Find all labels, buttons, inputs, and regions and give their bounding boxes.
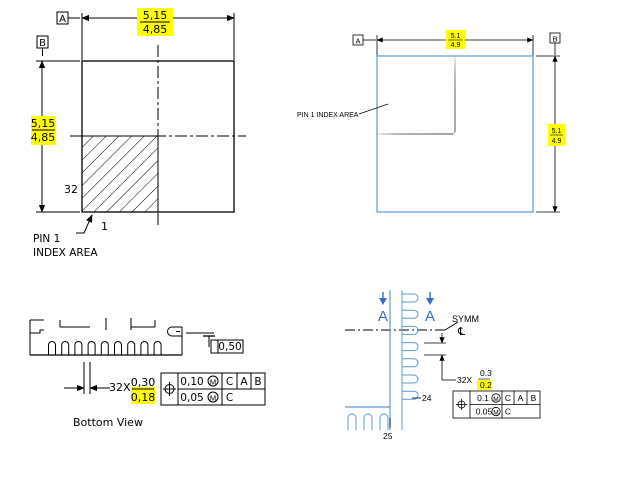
lead — [402, 342, 419, 352]
datum-a-flag-right: A — [352, 34, 376, 46]
top-left-view: A 5,15 4,85 B 5,15 4,85 3 — [31, 8, 246, 259]
svg-text:M: M — [210, 378, 216, 387]
lead — [402, 309, 419, 319]
svg-text:A: A — [240, 376, 248, 388]
lead-min-highlight — [131, 387, 155, 404]
pin1-leader-right — [358, 103, 389, 115]
index-square — [443, 122, 456, 135]
svg-text:M: M — [493, 396, 498, 403]
bottom-view-caption: Bottom View — [73, 416, 143, 429]
bottom-left-view: 0,50 32X 0,30 0,18 0,10 M C A B — [29, 318, 266, 429]
svg-text:B: B — [39, 38, 46, 49]
svg-text:0,05: 0,05 — [180, 392, 203, 404]
lead-count-right: 32X — [457, 375, 472, 385]
mmc-icon — [207, 375, 219, 387]
section-a-label-right: A — [425, 308, 435, 325]
mmc-icon — [491, 406, 501, 417]
pin-1-label: 1 — [101, 220, 108, 233]
lead-min-left: 0,18 — [131, 391, 156, 404]
bottom-right-view: A A SYMM ℄ 32X 0.3 0.2 — [345, 290, 541, 441]
lead — [402, 325, 419, 335]
datum-b-flag: B — [36, 35, 49, 56]
height-max-right: 5.1 — [552, 128, 562, 135]
svg-text:B: B — [552, 35, 557, 44]
lead — [87, 341, 96, 355]
lead — [402, 374, 419, 384]
pin1-label-line1: PIN 1 — [33, 233, 60, 245]
height-min: 4,85 — [31, 131, 56, 144]
lead — [402, 358, 419, 368]
width-max: 5,15 — [143, 9, 168, 22]
width-min-right: 4.9 — [451, 42, 461, 49]
width-max-right: 5.1 — [451, 33, 461, 40]
lead-max-right: 0.3 — [480, 368, 492, 378]
feature-control-frame-left: 0,10 M C A B 0,05 M C — [160, 372, 266, 406]
lead — [127, 341, 136, 355]
lead — [140, 341, 149, 355]
width-highlight-right — [446, 30, 465, 49]
svg-text:0.1: 0.1 — [477, 393, 489, 403]
centerline-symbol-icon: ℄ — [457, 326, 465, 338]
pin1-label-right: PIN 1 INDEX AREA — [297, 112, 359, 119]
lead — [402, 390, 419, 400]
svg-text:C: C — [505, 407, 511, 417]
svg-text:0.05: 0.05 — [476, 407, 493, 417]
symm-label: SYMM — [452, 314, 479, 324]
lead — [363, 413, 373, 430]
lead — [379, 413, 389, 430]
mmc-icon — [207, 391, 219, 403]
lead-count-left: 32X — [109, 381, 131, 394]
svg-text:A: A — [59, 14, 66, 25]
pin-24-label: 24 — [422, 393, 432, 403]
pin1-label-line2: INDEX AREA — [33, 247, 98, 259]
lead — [347, 413, 357, 430]
lead-max-left: 0,30 — [131, 376, 156, 389]
flatness-value: 0,50 — [218, 341, 241, 353]
svg-text:0,10: 0,10 — [180, 376, 203, 388]
height-max: 5,15 — [31, 117, 56, 130]
pin1-index-area — [81, 135, 159, 213]
lead — [402, 293, 419, 303]
index-square — [448, 127, 456, 135]
mmc-icon — [491, 393, 501, 403]
feature-control-frame-right: 0.1 M C A B 0.05 M C — [452, 390, 541, 419]
lead — [114, 341, 122, 355]
svg-text:A: A — [355, 37, 360, 46]
top-right-view: A B 5.1 4.9 5.1 4.9 PIN 1 INDEX AREA — [297, 30, 565, 213]
svg-text:B: B — [531, 393, 537, 403]
lead-min-right: 0.2 — [480, 380, 492, 390]
datum-a-flag: A — [56, 11, 80, 25]
lead — [48, 341, 56, 355]
lead — [61, 341, 70, 355]
svg-text:B: B — [254, 376, 261, 388]
lead-row-right — [347, 290, 419, 430]
lead-row — [48, 341, 162, 355]
svg-text:M: M — [210, 394, 216, 403]
section-a-label-left: A — [378, 308, 388, 325]
pin-25-label: 25 — [383, 431, 393, 441]
svg-text:C: C — [505, 393, 511, 403]
pin1-index-pattern — [377, 56, 456, 135]
lead — [74, 341, 83, 355]
svg-text:C: C — [226, 392, 233, 404]
lead — [153, 341, 162, 355]
svg-text:M: M — [493, 409, 498, 416]
datum-b-flag-right: B — [549, 32, 561, 55]
width-min: 4,85 — [143, 23, 168, 36]
height-min-right: 4.9 — [552, 138, 562, 145]
lead-min-highlight-right — [477, 380, 491, 390]
svg-text:C: C — [226, 376, 233, 388]
pin1-leader — [76, 214, 93, 234]
svg-text:A: A — [518, 393, 524, 403]
lead — [100, 341, 109, 355]
flatness-frame — [210, 339, 244, 354]
pin-32-label: 32 — [64, 183, 78, 196]
